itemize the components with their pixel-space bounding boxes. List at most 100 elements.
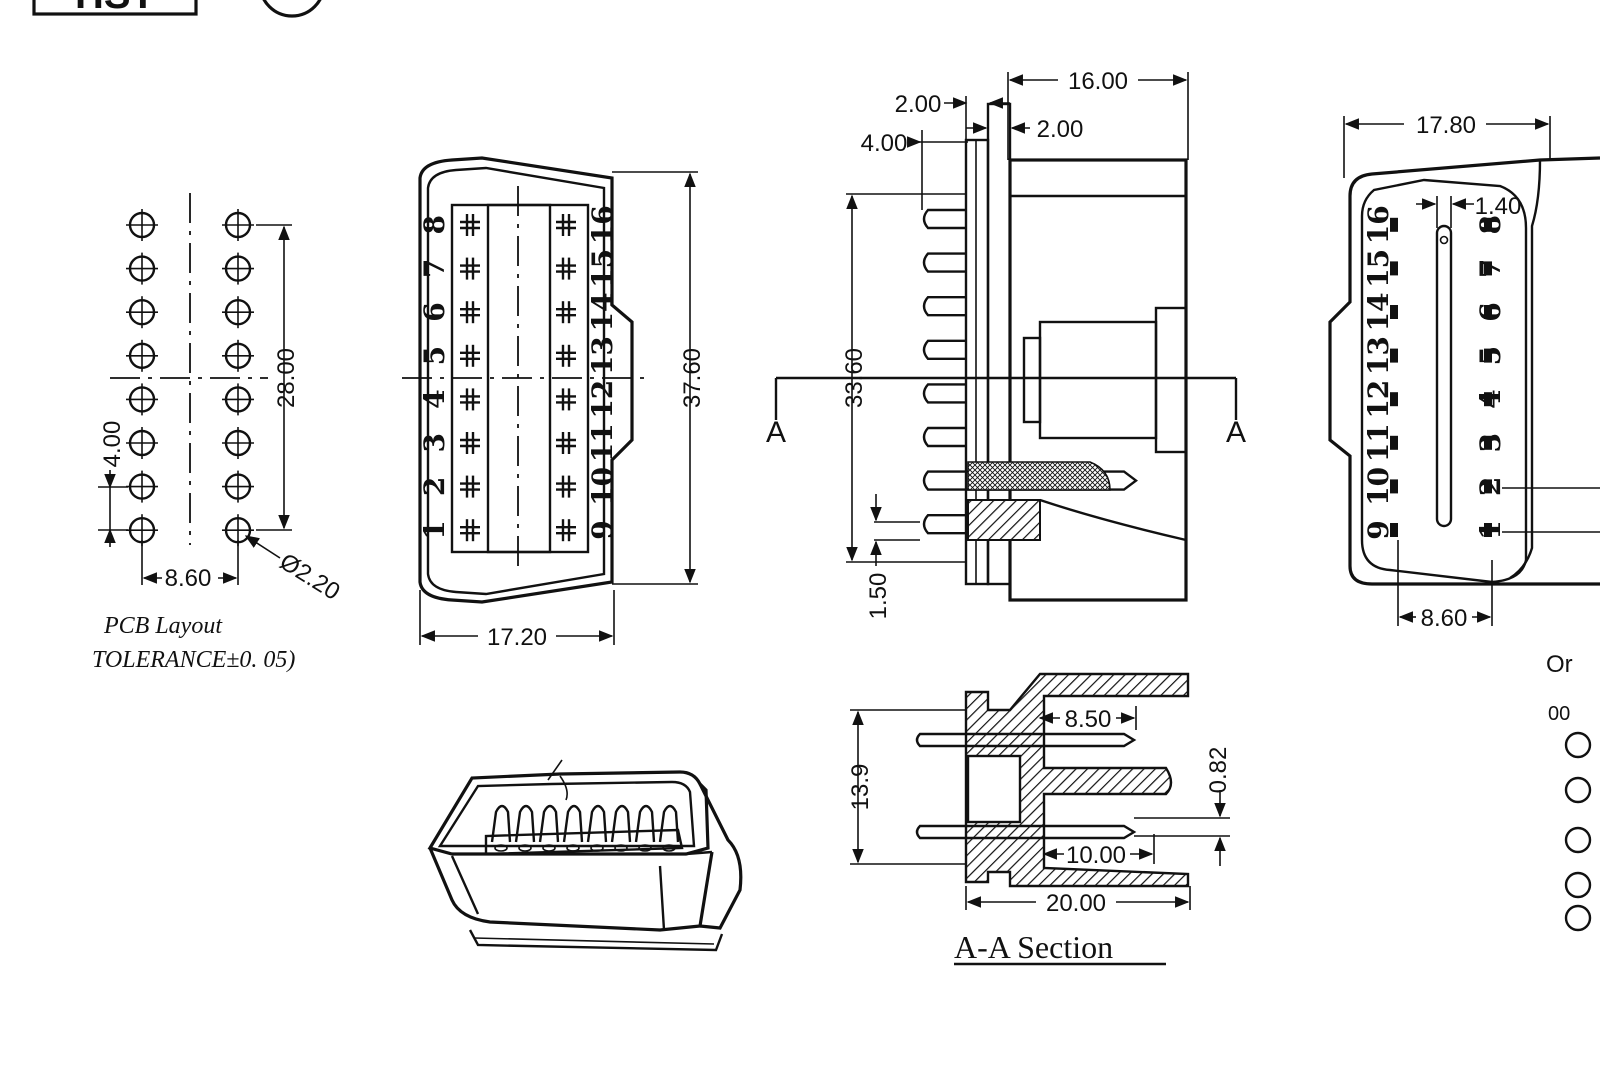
side-view: A A 16.00 2.00 2.00 4.00 33.60 1.50: [766, 68, 1246, 619]
rear-pin-label-left: 9: [1362, 520, 1395, 539]
dim-rear-slot: 1.40: [1475, 193, 1522, 220]
rear-pin-label-left: 13: [1362, 336, 1395, 375]
front-pin-mark: [460, 432, 480, 454]
edge-text-2: 00: [1548, 703, 1570, 725]
rear-pin-labels: 91011121314151612345678: [1362, 205, 1507, 539]
edge-hole: [1564, 871, 1592, 899]
rear-terminal-right: [1484, 479, 1492, 494]
rear-pin-label-left: 15: [1362, 249, 1395, 288]
rear-terminal-left: [1390, 305, 1398, 319]
dim-section-total: 20.00: [1046, 890, 1106, 917]
pcb-tolerance-note: TOLERANCE±0. 05): [92, 647, 295, 673]
dim-front-width: 17.20: [487, 624, 547, 651]
pcb-hole: [222, 252, 254, 285]
front-pin-mark: [460, 214, 480, 236]
pcb-hole: [126, 383, 158, 416]
side-latch: [1038, 320, 1158, 440]
leader-hole-dia: [244, 535, 281, 559]
center-key: [486, 203, 552, 554]
isometric-view: [427, 759, 743, 952]
iso-contact-pins: [490, 804, 680, 852]
dim-section-pin-len: 8.50: [1065, 706, 1112, 733]
dim-col-span: 8.60: [165, 565, 212, 592]
header-logo: HST: [32, 0, 322, 18]
rear-terminal-left: [1390, 392, 1398, 407]
section-latch-cutout: [966, 754, 1022, 824]
front-pin-label-left: 5: [418, 346, 451, 365]
front-pin-mark: [460, 301, 480, 324]
iso-top-face: [427, 770, 710, 856]
section-title: A-A Section: [954, 929, 1113, 965]
dim-front-height: 37.60: [679, 348, 706, 408]
logo-text: HST: [75, 0, 155, 17]
rear-slot: [1435, 224, 1453, 528]
pcb-hole: [222, 383, 254, 416]
side-pin: [922, 208, 966, 230]
dim-rear-width: 17.80: [1416, 112, 1476, 139]
front-pin-label-left: 6: [418, 302, 451, 321]
front-pin-mark: [556, 301, 576, 324]
edge-hole: [1564, 776, 1592, 804]
edge-partial-holes: [1564, 731, 1592, 932]
logo-circle: [262, 0, 322, 18]
front-pin-label-left: 3: [418, 433, 451, 452]
pcb-hole: [222, 296, 254, 329]
iso-contact: [538, 804, 560, 852]
section-marker-left: A: [766, 416, 786, 449]
ai-watermark: 豆包AI生成: [1354, 974, 1524, 1012]
front-pin-label-right: 10: [586, 467, 619, 506]
pcb-hole-grid: [126, 209, 254, 547]
side-pin: [922, 383, 966, 404]
front-pin-mark: [460, 388, 480, 411]
dim-pitch: 4.00: [99, 421, 126, 468]
iso-contact: [562, 804, 584, 852]
pcb-hole: [222, 209, 254, 241]
iso-contact: [658, 804, 680, 852]
dim-side-top-width: 16.00: [1068, 68, 1128, 95]
front-pin-label-right: 11: [586, 423, 619, 462]
front-pin-mark: [460, 257, 480, 280]
pcb-hole: [222, 339, 254, 372]
rear-pin-label-left: 11: [1362, 423, 1395, 462]
rear-terminal-left: [1390, 523, 1398, 537]
side-pin: [922, 339, 966, 360]
pcb-hole: [126, 209, 158, 241]
front-pin-mark: [460, 475, 480, 498]
rear-terminal-right: [1484, 392, 1492, 407]
dim-side-c: 4.00: [861, 130, 908, 157]
rear-terminal-left: [1390, 217, 1398, 232]
front-pin-marks: [460, 214, 576, 542]
logo-box: [32, 0, 198, 16]
rear-pin-label-left: 10: [1362, 467, 1395, 506]
front-pin-mark: [556, 519, 576, 542]
section-marker-right: A: [1226, 416, 1246, 449]
dim-side-b: 2.00: [1037, 116, 1084, 143]
dim-side-a: 2.00: [895, 91, 942, 118]
rear-terminal-right: [1484, 305, 1492, 319]
side-pin: [922, 296, 966, 317]
front-pin-label-right: 9: [586, 520, 619, 539]
front-pin-mark: [556, 388, 576, 411]
side-pin: [922, 514, 966, 535]
iso-contact: [514, 804, 536, 852]
rear-terminal-left: [1390, 261, 1398, 276]
front-outline-inner: [426, 166, 606, 596]
front-pin-label-left: 4: [418, 389, 451, 408]
front-pin-mark: [556, 257, 576, 280]
side-section-hatch: [967, 461, 1111, 491]
edge-hole: [1564, 826, 1592, 854]
iso-opening: [437, 780, 696, 848]
front-pin-mark: [460, 519, 480, 542]
rear-terminal-right: [1484, 261, 1492, 276]
iso-contact: [586, 804, 608, 852]
iso-side-flange: [698, 783, 743, 930]
pcb-hole: [126, 339, 158, 372]
front-pin-mark: [556, 475, 576, 498]
iso-body: [428, 847, 714, 932]
rear-pin-label-left: 14: [1362, 293, 1395, 332]
section-view: 8.50 0.82 13.9 10.00 20.00 A-A Section: [847, 672, 1232, 966]
pcb-hole: [126, 252, 158, 285]
dim-section-thickness: 0.82: [1205, 747, 1232, 794]
